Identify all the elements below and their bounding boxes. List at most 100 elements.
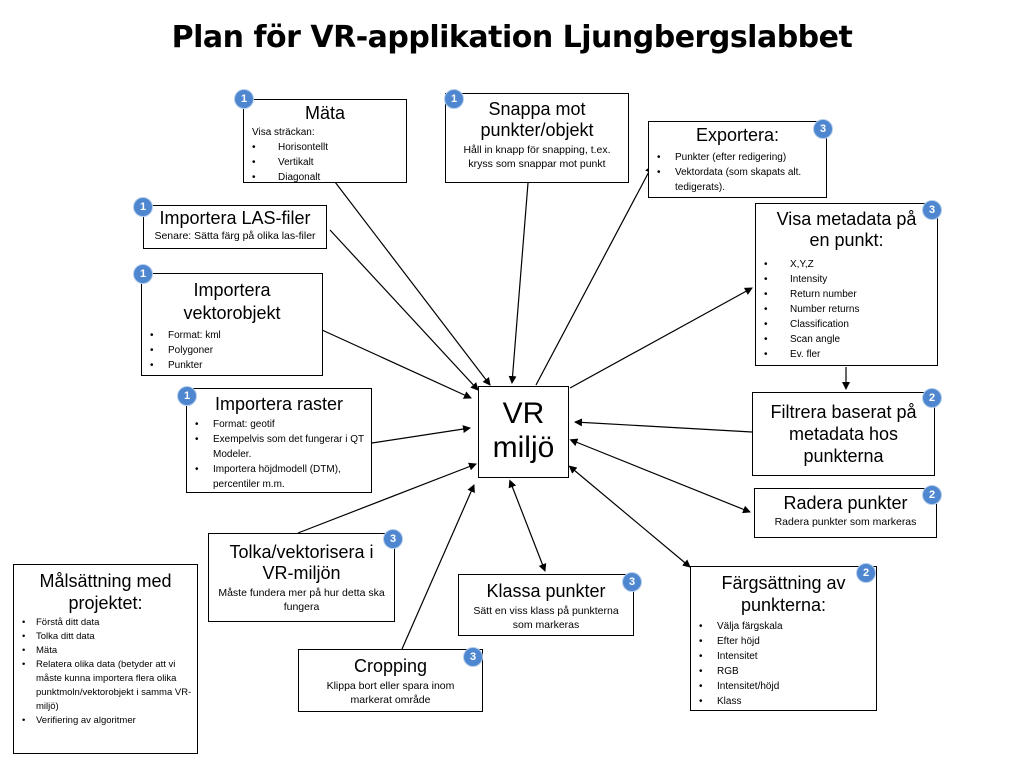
page-title: Plan för VR-applikation Ljungbergslabbet xyxy=(171,20,853,55)
list-item: Return number xyxy=(756,287,933,302)
list-item: Ev. fler xyxy=(756,347,933,362)
center-line2: miljö xyxy=(492,431,555,464)
list-item: Diagonalt xyxy=(244,170,402,185)
priority-badge: 2 xyxy=(856,563,876,583)
list-item: Scan angle xyxy=(756,332,933,347)
box-title-line1: Färgsättning av xyxy=(721,573,846,593)
box-fargsattning: Färgsättning av punkterna: Välja färgska… xyxy=(690,566,877,711)
box-title-line1: Visa metadata på xyxy=(776,209,917,229)
box-title-line1: Tolka/vektorisera i xyxy=(229,542,374,562)
box-title-line1: Snappa mot xyxy=(488,99,586,119)
list-item: Format: geotif xyxy=(187,417,367,432)
box-importera-vektor: Importera vektorobjekt Format: kml Polyg… xyxy=(141,273,323,376)
box-title-line3: punkterna xyxy=(803,446,884,466)
arrow-vektor xyxy=(321,329,472,399)
box-title-line2: VR-miljön xyxy=(262,563,341,583)
list-item: Efter höjd xyxy=(691,634,872,649)
list-item: RGB xyxy=(691,664,872,679)
priority-badge: 1 xyxy=(444,89,464,109)
priority-badge: 3 xyxy=(922,200,942,220)
list-item: Vertikalt xyxy=(244,155,402,170)
box-title: Exportera: xyxy=(695,125,780,145)
list-item: Punkter (efter redigering) xyxy=(649,150,822,165)
arrow-las xyxy=(329,229,479,391)
list-item: Verifiering av algoritmer xyxy=(14,714,193,728)
box-cropping: Cropping Klippa bort eller spara inom ma… xyxy=(298,649,483,712)
box-malsattning: Målsättning med projektet: Förstå ditt d… xyxy=(13,564,198,754)
arrow-mata xyxy=(334,181,491,386)
list-item: Intensitet/höjd xyxy=(691,679,872,694)
box-title-line2: vektorobjekt xyxy=(183,303,281,323)
arrow-snappa xyxy=(508,182,529,384)
box-title: Mäta xyxy=(304,103,346,123)
box-description: Måste fundera mer på hur detta ska funge… xyxy=(218,587,385,613)
list-item: Välja färgskala xyxy=(691,619,872,634)
box-radera: Radera punkter Radera punkter som marker… xyxy=(754,488,937,538)
priority-badge: 1 xyxy=(133,264,153,284)
arrow-exportera xyxy=(535,165,653,386)
arrow-cropping xyxy=(401,484,475,650)
box-description: Klippa bort eller spara inom markerat om… xyxy=(326,680,455,706)
priority-badge: 2 xyxy=(922,388,942,408)
arrow-tolka xyxy=(297,462,477,534)
list-item: Intensitet xyxy=(691,649,872,664)
arrow-klassa xyxy=(508,479,547,572)
list-item: Polygoner xyxy=(142,343,318,358)
box-title-line2: projektet: xyxy=(68,593,143,613)
list-item: Tolka ditt data xyxy=(14,630,193,644)
list-item: Klass xyxy=(691,694,872,709)
priority-badge: 1 xyxy=(133,197,153,217)
box-visa-metadata: Visa metadata på en punkt: X,Y,Z Intensi… xyxy=(755,203,938,366)
box-description: Senare: Sätta färg på olika las-filer xyxy=(154,230,316,242)
list-item: Relatera olika data (betyder att vi måst… xyxy=(14,658,193,714)
box-tolka: Tolka/vektorisera i VR-miljön Måste fund… xyxy=(208,533,395,622)
list-item: Förstå ditt data xyxy=(14,616,193,630)
box-title: Importera raster xyxy=(214,394,344,414)
box-description: Håll in knapp för snapping, t.ex. kryss … xyxy=(463,144,611,170)
box-title-line2: metadata hos xyxy=(788,424,899,444)
box-title-line1: Importera xyxy=(193,280,271,300)
list-item: Classification xyxy=(756,317,933,332)
center-line1: VR xyxy=(502,397,545,430)
arrow-metadata xyxy=(569,287,753,389)
priority-badge: 1 xyxy=(234,89,254,109)
box-description: Radera punkter som markeras xyxy=(774,516,917,528)
arrow-filtrera xyxy=(574,418,753,433)
list-item: Exempelvis som det fungerar i QT Modeler… xyxy=(187,432,367,462)
priority-badge: 3 xyxy=(622,572,642,592)
list-item: Vektordata (som skapats alt. tedigerats)… xyxy=(649,165,822,195)
box-title-line1: Filtrera baserat på xyxy=(770,402,917,422)
box-description: Sätt en viss klass på punkterna som mark… xyxy=(473,605,619,631)
box-title: Cropping xyxy=(353,656,428,676)
arrow-radera xyxy=(569,438,751,514)
arrow-raster xyxy=(371,425,471,444)
box-title: Klassa punkter xyxy=(486,581,606,601)
box-subtitle: Visa sträckan: xyxy=(252,127,315,138)
arrow-farg xyxy=(568,465,691,568)
box-filtrera: Filtrera baserat på metadata hos punkter… xyxy=(752,392,935,476)
list-item: X,Y,Z xyxy=(756,257,933,272)
list-item: Horisontellt xyxy=(244,140,402,155)
priority-badge: 1 xyxy=(177,386,197,406)
box-title-line2: punkter/objekt xyxy=(480,120,594,140)
list-item: Intensity xyxy=(756,272,933,287)
box-title-line2: en punkt: xyxy=(809,230,884,250)
list-item: Punkter xyxy=(142,358,318,373)
list-item: Number returns xyxy=(756,302,933,317)
box-importera-las: Importera LAS-filer Senare: Sätta färg p… xyxy=(143,205,327,249)
priority-badge: 2 xyxy=(922,485,942,505)
list-item: Format: kml xyxy=(142,328,318,343)
box-title-line2: punkterna: xyxy=(740,595,827,615)
box-importera-raster: Importera raster Format: geotif Exempelv… xyxy=(186,388,372,493)
box-title: Importera LAS-filer xyxy=(159,208,311,228)
box-title: Radera punkter xyxy=(783,493,908,513)
box-klassa: Klassa punkter Sätt en viss klass på pun… xyxy=(458,574,634,636)
list-item: Importera höjdmodell (DTM), percentiler … xyxy=(187,462,367,492)
priority-badge: 3 xyxy=(463,647,483,667)
box-mata: Mäta Visa sträckan: Horisontellt Vertika… xyxy=(243,99,407,185)
box-title-line1: Målsättning med xyxy=(39,571,172,591)
box-exportera: Exportera: Punkter (efter redigering) Ve… xyxy=(648,121,827,198)
vr-miljo-box: VR miljö xyxy=(478,386,569,478)
priority-badge: 3 xyxy=(813,119,833,139)
